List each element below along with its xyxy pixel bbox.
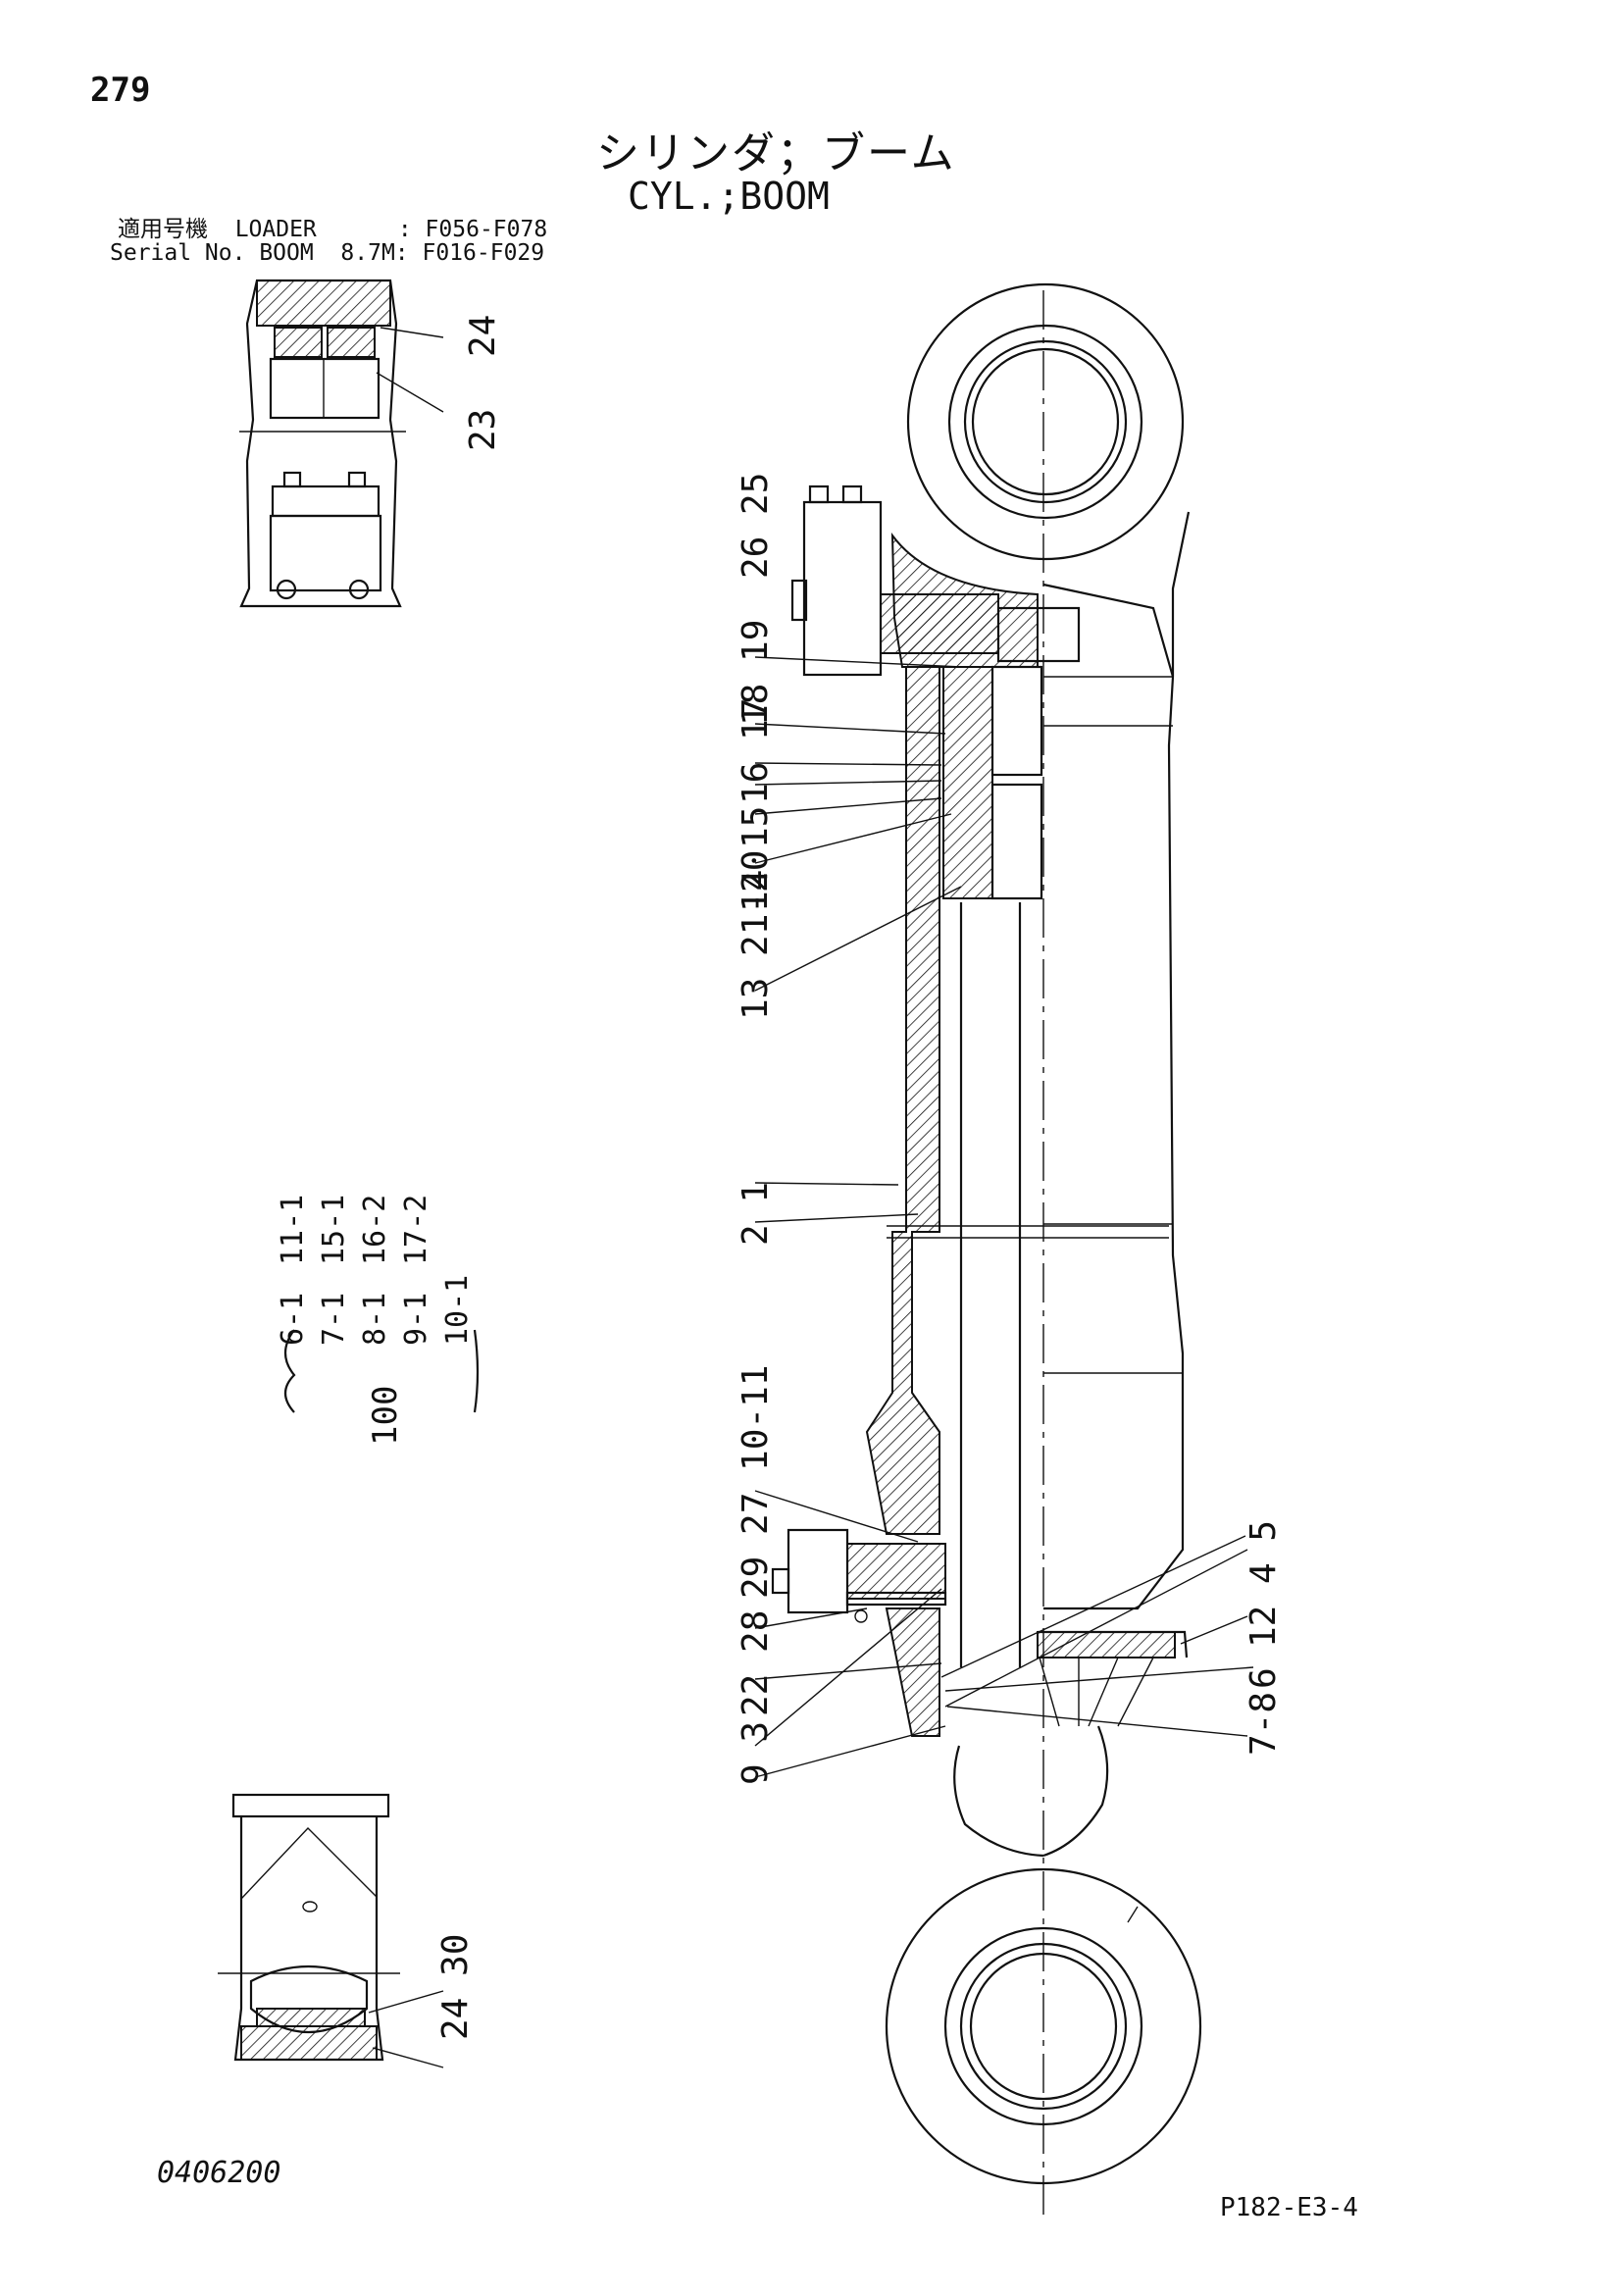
callout-18-19: 18 19 <box>736 620 776 726</box>
callout-labels: 26 25 18 19 16 17 14 15 13 21-20 2 1 29 … <box>736 473 1284 1785</box>
callout-2-1: 2 1 <box>736 1182 776 1246</box>
leader-lines <box>754 656 1254 1778</box>
detail-top-bearing: 24 23 <box>239 279 503 608</box>
title-english: CYL.;BOOM <box>628 175 830 218</box>
page-number: 279 <box>90 71 151 110</box>
kit-item: 7-1 <box>317 1293 351 1346</box>
kit-item: 9-1 <box>399 1293 433 1346</box>
kit-group: 100 6-1 7-1 8-1 9-1 10-1 11-1 15-1 16-2 … <box>276 1195 480 1446</box>
kit-item: 11-1 <box>276 1195 310 1265</box>
callout-6: 6 <box>1243 1667 1284 1689</box>
serial-line-serial-no: Serial No. BOOM 8.7M: F016-F029 <box>110 240 545 266</box>
kit-item: 17-2 <box>399 1195 433 1265</box>
callout-26-25: 26 25 <box>736 473 776 579</box>
detail-top-label-24: 24 <box>463 315 503 357</box>
callout-16-17: 16 17 <box>736 698 776 804</box>
serial-line-applicable-model: 適用号機 LOADER : F056-F078 <box>118 217 548 242</box>
document-code: 0406200 <box>157 2156 281 2190</box>
detail-top-label-23: 23 <box>463 409 503 451</box>
kit-item: 6-1 <box>276 1293 310 1346</box>
page-reference: P182-E3-4 <box>1220 2193 1358 2222</box>
kit-item: 8-1 <box>358 1293 392 1346</box>
title-japanese: シリンダ；ブーム <box>596 128 956 179</box>
callout-29-27-10-11: 29 27 10-11 <box>736 1365 776 1599</box>
callout-13-21-20: 13 21-20 <box>736 850 776 1020</box>
callout-22-28: 22 28 <box>736 1610 776 1716</box>
callout-9-3: 9 3 <box>736 1721 776 1785</box>
detail-bottom-rod-end: 24 30 <box>218 1793 476 2068</box>
kit-number: 100 <box>366 1386 405 1446</box>
callout-14-15: 14 15 <box>736 806 776 912</box>
kit-item: 16-2 <box>358 1195 392 1265</box>
callout-12-4-5: 12 4 5 <box>1243 1520 1284 1648</box>
kit-item: 10-1 <box>440 1275 475 1346</box>
kit-item: 15-1 <box>317 1195 351 1265</box>
callout-7-8: 7-8 <box>1243 1692 1284 1756</box>
cylinder-main <box>771 282 1202 2222</box>
detail-bottom-label-24-30: 24 30 <box>435 1934 476 2040</box>
